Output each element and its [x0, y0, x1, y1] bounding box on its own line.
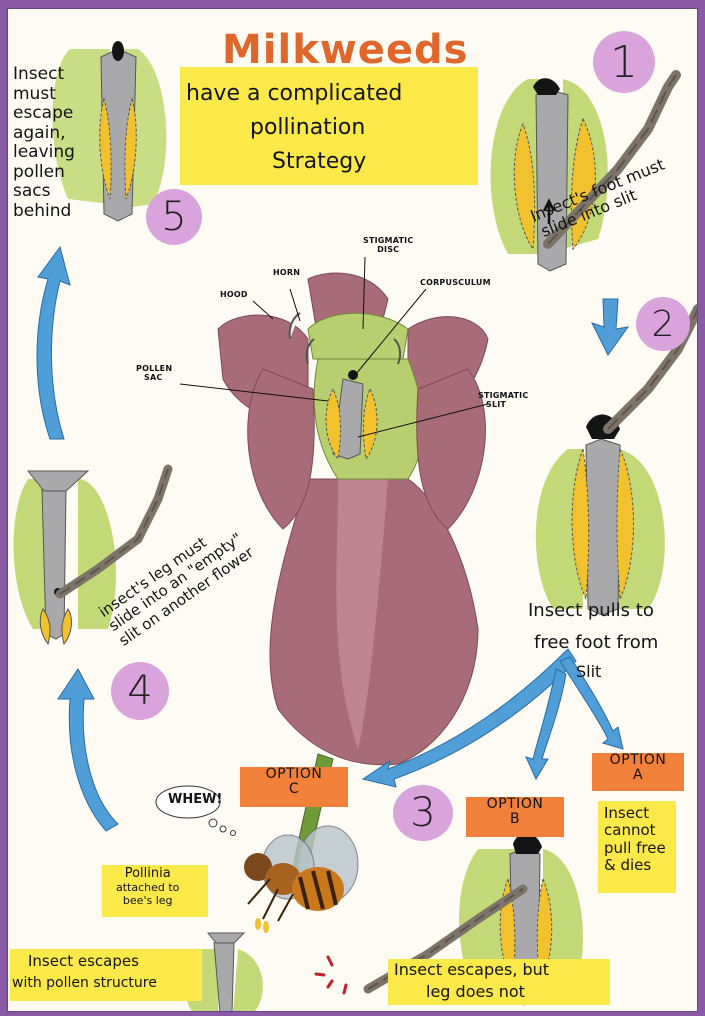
option-b-letter: B	[466, 812, 564, 827]
step5-line: again,	[13, 124, 75, 144]
option-c-line1: Insect escapes	[28, 953, 139, 970]
step2-line3: Slit	[576, 663, 601, 681]
step5-line: must	[13, 85, 75, 105]
title-line4: Strategy	[272, 149, 366, 174]
step-number-3: 3	[393, 785, 453, 841]
step5-line: leaving	[13, 143, 75, 163]
step2-line2: free foot from	[534, 633, 658, 654]
step-number-4: 4	[111, 662, 169, 720]
option-c-letter: C	[240, 782, 348, 797]
label-stigmatic-slit: STIGMATIC SLIT	[478, 392, 528, 410]
option-a-line: Insect	[604, 805, 666, 822]
option-c-tag: OPTION C	[240, 767, 348, 807]
whew-text: WHEW!	[168, 793, 222, 808]
pollinia-line: bee's leg	[116, 895, 179, 908]
arrow-step1-to-2	[592, 299, 628, 355]
paper-sheet: Milkweeds have a complicated pollination…	[7, 8, 698, 1012]
step2-flower-diagram	[536, 309, 698, 615]
step-number-5: 5	[146, 189, 202, 245]
arrow-step4-to-5	[37, 247, 70, 439]
blood-marks	[316, 957, 346, 993]
option-b-line1: Insect escapes, but	[394, 961, 549, 979]
label-stigmatic-slit-line2: SLIT	[478, 401, 528, 410]
option-a-line: & dies	[604, 857, 666, 874]
label-stigmatic-disc-line2: DISC	[363, 246, 413, 255]
option-a-label: OPTION	[592, 753, 684, 768]
label-pollen-sac: POLLEN SAC	[136, 365, 172, 383]
label-stigmatic-disc: STIGMATIC DISC	[363, 237, 413, 255]
step2-line1: Insect pulls to	[528, 601, 654, 622]
option-c-label: OPTION	[240, 767, 348, 782]
option-b-line2: leg does not	[426, 983, 525, 1001]
step5-line: sacs	[13, 182, 75, 202]
step5-line: behind	[13, 202, 75, 222]
bee-illustration	[244, 826, 358, 933]
step-number-1: 1	[593, 31, 655, 93]
step5-line: Insect	[13, 65, 75, 85]
arrow-step3-to-4	[58, 669, 118, 831]
option-c-line2: with pollen structure	[12, 975, 157, 991]
option-a-text: Insect cannot pull free & dies	[604, 805, 666, 874]
label-pollen-sac-line2: SAC	[136, 374, 172, 383]
title-line2: have a complicated	[186, 81, 402, 106]
step5-line: pollen	[13, 163, 75, 183]
option-a-tag: OPTION A	[592, 753, 684, 791]
step-number-2: 2	[636, 297, 690, 351]
option-b-label: OPTION	[466, 797, 564, 812]
option-a-letter: A	[592, 768, 684, 783]
title-main: Milkweeds	[222, 27, 468, 73]
title-line3: pollination	[250, 115, 365, 140]
label-horn: HORN	[273, 269, 300, 278]
step5-text: Insect must escape again, leaving pollen…	[13, 65, 75, 221]
pollinia-line: Pollinia	[116, 867, 179, 882]
label-corpusculum: CORPUSCULUM	[420, 279, 491, 288]
step5-line: escape	[13, 104, 75, 124]
option-a-line: pull free	[604, 840, 666, 857]
pollinia-text: Pollinia attached to bee's leg	[116, 867, 179, 907]
option-b-tag: OPTION B	[466, 797, 564, 837]
pollinia-line: attached to	[116, 882, 179, 895]
option-a-line: cannot	[604, 822, 666, 839]
label-hood: HOOD	[220, 291, 248, 300]
